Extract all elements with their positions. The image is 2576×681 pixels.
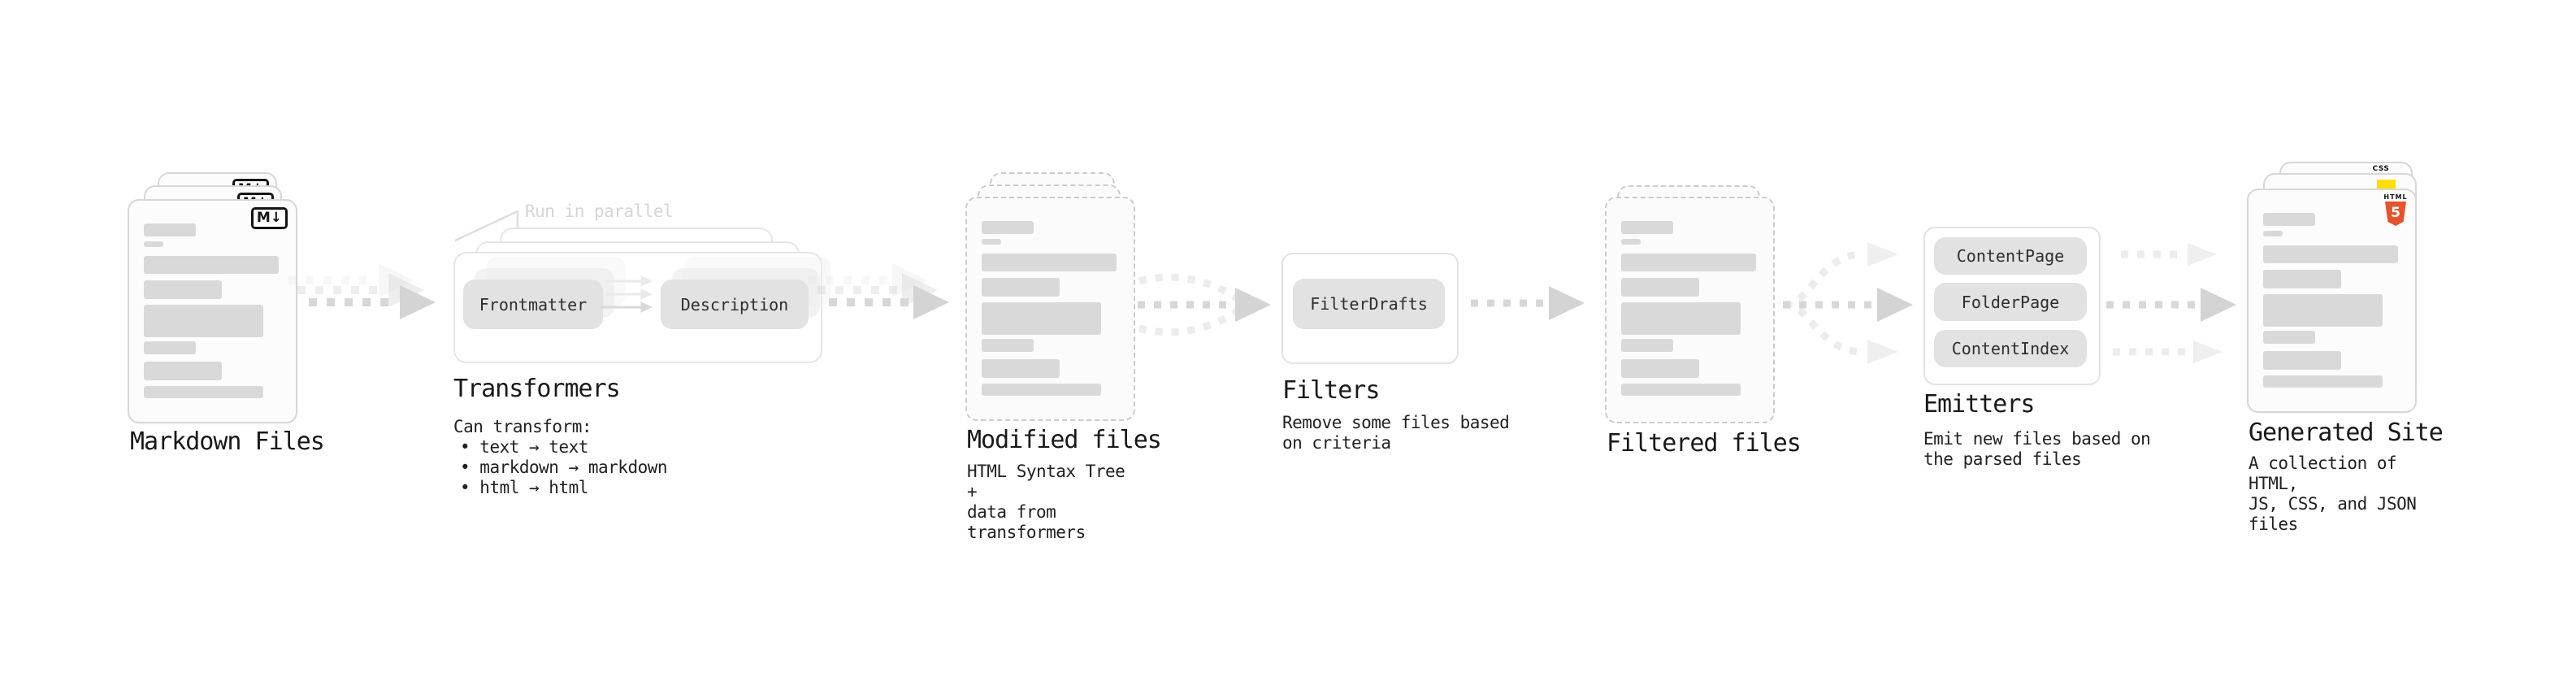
placeholder-bar: [2263, 331, 2316, 344]
filters-title: Filters: [1282, 376, 1380, 405]
transform-list: text → text markdown → markdown html → h…: [453, 437, 667, 498]
node-filtered-files: Filtered files: [1605, 185, 1802, 478]
placeholder-bar: [144, 280, 223, 299]
placeholder-bar: [144, 241, 163, 247]
transformers-title: Transformers: [453, 375, 621, 403]
html5-icon-shield: 5: [2385, 202, 2406, 226]
markdown-files-title: Markdown Files: [130, 427, 325, 456]
transform-item: html → html: [460, 478, 667, 498]
placeholder-bar: [144, 223, 197, 236]
frontmatter-pill: Frontmatter: [463, 280, 603, 329]
emitters-title: Emitters: [1923, 390, 2035, 419]
placeholder-bar: [2263, 270, 2342, 288]
node-emitters: ContentPage FolderPage ContentIndex Emit…: [1923, 227, 2167, 487]
placeholder-bar: [982, 384, 1102, 396]
placeholder-bar: [982, 302, 1102, 335]
filterdrafts-pill-label: FilterDrafts: [1310, 294, 1428, 314]
description-pill-label: Description: [680, 294, 789, 314]
html5-icon-label: HTML: [2383, 193, 2408, 201]
node-modified-files: Modified files HTML Syntax Tree + data f…: [965, 172, 1162, 542]
css-icon-label: CSS: [2372, 165, 2390, 173]
transformers-note: Can transform: text → text markdown → ma…: [453, 417, 668, 498]
can-transform-heading: Can transform:: [453, 417, 592, 436]
filters-subtitle: Remove some files based on criteria: [1282, 413, 1510, 453]
document-content-placeholder: [967, 198, 1134, 396]
modified-files-subtitle: HTML Syntax Tree + data from transformer…: [967, 462, 1125, 542]
folderpage-pill: FolderPage: [1934, 283, 2087, 321]
node-generated-site: CSS HTML 5 Generated Site A collection o…: [2247, 162, 2450, 534]
markdown-icon: M↓: [250, 207, 288, 229]
placeholder-bar: [1621, 339, 1674, 352]
placeholder-bar: [2263, 294, 2383, 327]
parallel-leader-line: [454, 210, 519, 242]
contentindex-pill: ContentIndex: [1934, 330, 2087, 367]
placeholder-bar: [1621, 359, 1700, 378]
placeholder-bar: [144, 341, 197, 354]
arrow-transformers-to-modified: [808, 263, 949, 319]
placeholder-bar: [982, 359, 1060, 378]
transform-item: markdown → markdown: [460, 458, 667, 478]
js-icon: [2377, 180, 2396, 189]
modified-document-front: [965, 197, 1135, 421]
modified-files-title: Modified files: [967, 426, 1162, 454]
contentpage-pill-label: ContentPage: [1956, 246, 2065, 266]
placeholder-bar: [144, 386, 264, 398]
placeholder-bar: [1621, 384, 1741, 396]
transform-item: text → text: [460, 437, 667, 458]
placeholder-bar: [1621, 254, 1756, 271]
placeholder-bar: [2263, 351, 2342, 370]
parallel-flow-arrows: [601, 275, 653, 313]
placeholder-bar: [982, 254, 1117, 271]
arrow-emitters-to-generated: [2106, 243, 2236, 363]
generated-site-subtitle: A collection of HTML, JS, CSS, and JSON …: [2249, 453, 2417, 534]
placeholder-bar: [982, 278, 1060, 297]
arrow-filtered-to-emitters: [1783, 242, 1913, 364]
placeholder-bar: [144, 256, 279, 274]
placeholder-bar: [1621, 221, 1674, 234]
placeholder-bar: [982, 339, 1034, 352]
html5-icon: HTML 5: [2383, 193, 2409, 226]
document-content-placeholder: [1607, 198, 1773, 396]
placeholder-bar: [2263, 375, 2383, 388]
emitters-subtitle: Emit new files based on the parsed files: [1923, 429, 2151, 469]
placeholder-bar: [144, 305, 264, 337]
placeholder-bar: [1621, 239, 1641, 245]
placeholder-bar: [2263, 231, 2283, 236]
placeholder-bar: [1621, 302, 1741, 335]
arrow-modified-to-filters: [1138, 273, 1271, 336]
folderpage-pill-label: FolderPage: [1961, 292, 2060, 312]
document-content-placeholder: [129, 201, 296, 398]
frontmatter-pill-label: Frontmatter: [479, 294, 588, 314]
filtered-files-title: Filtered files: [1607, 429, 1802, 458]
contentindex-pill-label: ContentIndex: [1951, 339, 2070, 358]
arrow-markdown-to-transformers: [288, 263, 436, 319]
arrow-filters-to-filtered: [1471, 286, 1585, 320]
markdown-document-front: M↓: [128, 199, 297, 423]
generated-site-title: Generated Site: [2249, 419, 2444, 447]
run-in-parallel-label: Run in parallel: [525, 202, 674, 221]
description-pill: Description: [661, 280, 809, 329]
placeholder-bar: [144, 362, 223, 380]
node-filters: FilterDrafts Filters Remove some files b…: [1281, 253, 1525, 480]
placeholder-bar: [982, 239, 1001, 245]
contentpage-pill: ContentPage: [1934, 237, 2087, 275]
placeholder-bar: [1621, 278, 1700, 297]
filtered-document-front: [1605, 197, 1775, 423]
placeholder-bar: [2263, 213, 2316, 226]
placeholder-bar: [982, 221, 1034, 234]
filterdrafts-pill: FilterDrafts: [1293, 279, 1445, 329]
generated-document-front: HTML 5: [2247, 189, 2417, 413]
document-content-placeholder: [2249, 190, 2415, 388]
node-transformers: Run in parallel Frontmatter Description …: [453, 202, 831, 518]
node-markdown-files: M↓ M↓ M↓ Markdown Files: [126, 172, 325, 489]
placeholder-bar: [2263, 245, 2398, 263]
